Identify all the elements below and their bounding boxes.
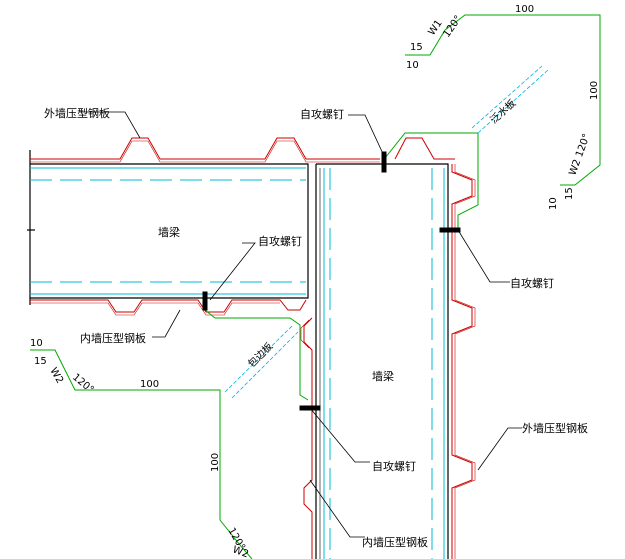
screw-top-icon [381, 151, 387, 173]
dim-w1-width: 100 [515, 4, 534, 15]
dim-w2-width: 100 [140, 379, 159, 390]
dim-w1-drop: 100 [589, 81, 600, 100]
flashings [30, 14, 601, 559]
dim-w2-bottom-tag: W2 [231, 544, 250, 559]
dim-w2-angle-top: W2 120° [567, 132, 592, 177]
label-beam-left: 墙梁 [158, 225, 180, 239]
axis-lines [30, 167, 445, 559]
screw-left-icon [202, 291, 208, 311]
w1-profile [405, 14, 601, 186]
inner-left-panel [30, 299, 307, 313]
screw-right-icon [439, 227, 461, 233]
label-screw-top: 自攻螺钉 [300, 107, 344, 121]
label-screw-left: 自攻螺钉 [258, 234, 302, 248]
w2-profile [30, 349, 253, 559]
flashing-bottom-w2 [204, 309, 309, 401]
label-outer-panel-right: 外墙压型钢板 [522, 421, 588, 435]
leader-lines [80, 111, 522, 538]
label-flashing-bottom: 包边板 [245, 340, 275, 370]
dim-w1-hem: 10 [406, 60, 419, 71]
panels [30, 137, 476, 559]
horizontal-beam-outline [30, 163, 309, 299]
outer-right-panel [451, 164, 473, 559]
label-screw-right: 自攻螺钉 [510, 276, 554, 290]
label-inner-panel-left: 内墙压型钢板 [80, 331, 146, 345]
label-inner-panel-bottom: 内墙压型钢板 [362, 535, 428, 549]
label-outer-panel-top: 外墙压型钢板 [44, 106, 110, 120]
dim-w2-lip: 15 [34, 356, 47, 367]
label-screw-bottom: 自攻螺钉 [372, 459, 416, 473]
screws [202, 151, 461, 411]
vertical-beam-outline-right [316, 163, 449, 559]
dim-w2-lip-top: 15 [564, 187, 575, 200]
dim-w2-angle: 120° [70, 372, 96, 396]
dim-w2-hem: 10 [30, 338, 43, 349]
inner-bottom-panel [303, 317, 313, 559]
label-beam-right: 墙梁 [372, 369, 394, 383]
flashing-arrows [224, 65, 549, 399]
dim-w2-tag: W2 [47, 366, 65, 386]
dim-w2-hem-top: 10 [548, 197, 559, 210]
outer-top-panel [30, 137, 380, 160]
beam-outlines [27, 150, 449, 559]
screw-bottom-icon [299, 405, 321, 411]
dim-w1-lip: 15 [410, 42, 423, 53]
label-flashing-top: 泛水板 [487, 96, 518, 126]
flashing-top-w1 [384, 132, 479, 230]
dim-w2-drop: 100 [210, 453, 221, 472]
